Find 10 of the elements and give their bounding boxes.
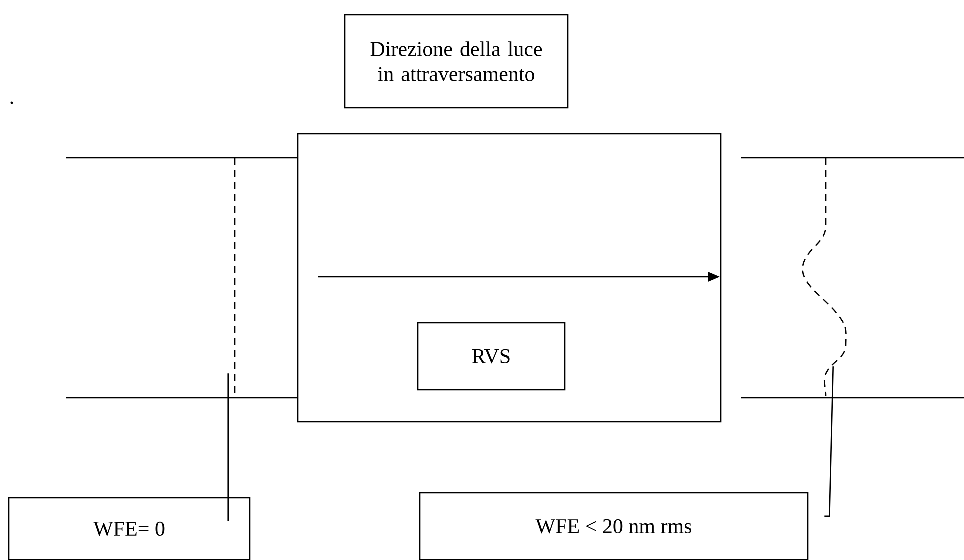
stray-mark: . (10, 102, 14, 104)
text-box: WFE < 20 nm rms (419, 492, 809, 560)
text-box: WFE= 0 (8, 497, 251, 560)
wavefront-line (802, 158, 847, 396)
wavefront-line (234, 158, 236, 394)
leader-line (824, 366, 834, 517)
text-box: Direzione della luce in attraversamento (344, 14, 569, 109)
label-box: RVS (417, 322, 566, 391)
leader-line (228, 374, 229, 522)
element-box (297, 133, 722, 423)
